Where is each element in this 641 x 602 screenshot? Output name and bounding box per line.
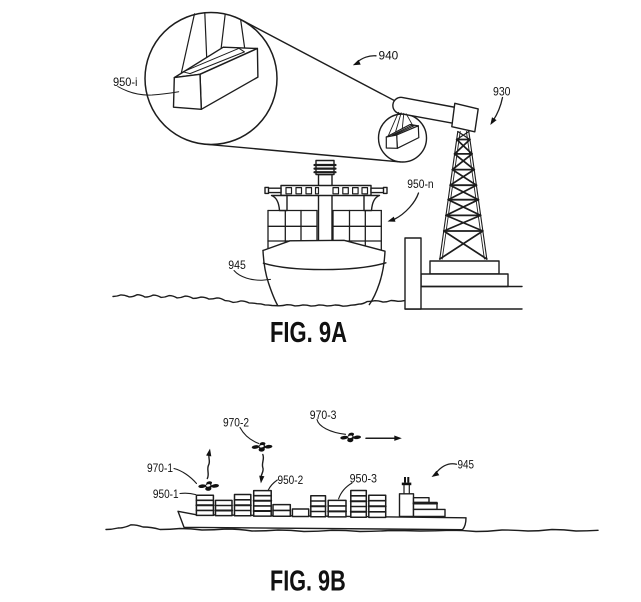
svg-text:970-1: 970-1 <box>147 461 173 475</box>
svg-text:950-2: 950-2 <box>278 473 304 487</box>
svg-text:970-3: 970-3 <box>310 408 337 422</box>
svg-text:945: 945 <box>458 458 475 472</box>
svg-text:950-3: 950-3 <box>350 471 378 485</box>
svg-text:945: 945 <box>228 258 246 272</box>
svg-text:FIG. 9A: FIG. 9A <box>270 317 347 349</box>
svg-text:930: 930 <box>493 84 511 98</box>
svg-text:950-n: 950-n <box>407 177 433 191</box>
svg-text:950-1: 950-1 <box>153 487 179 501</box>
svg-text:FIG. 9B: FIG. 9B <box>270 565 346 597</box>
svg-text:970-2: 970-2 <box>223 416 249 430</box>
svg-text:950-i: 950-i <box>113 75 138 89</box>
svg-text:940: 940 <box>379 49 399 63</box>
